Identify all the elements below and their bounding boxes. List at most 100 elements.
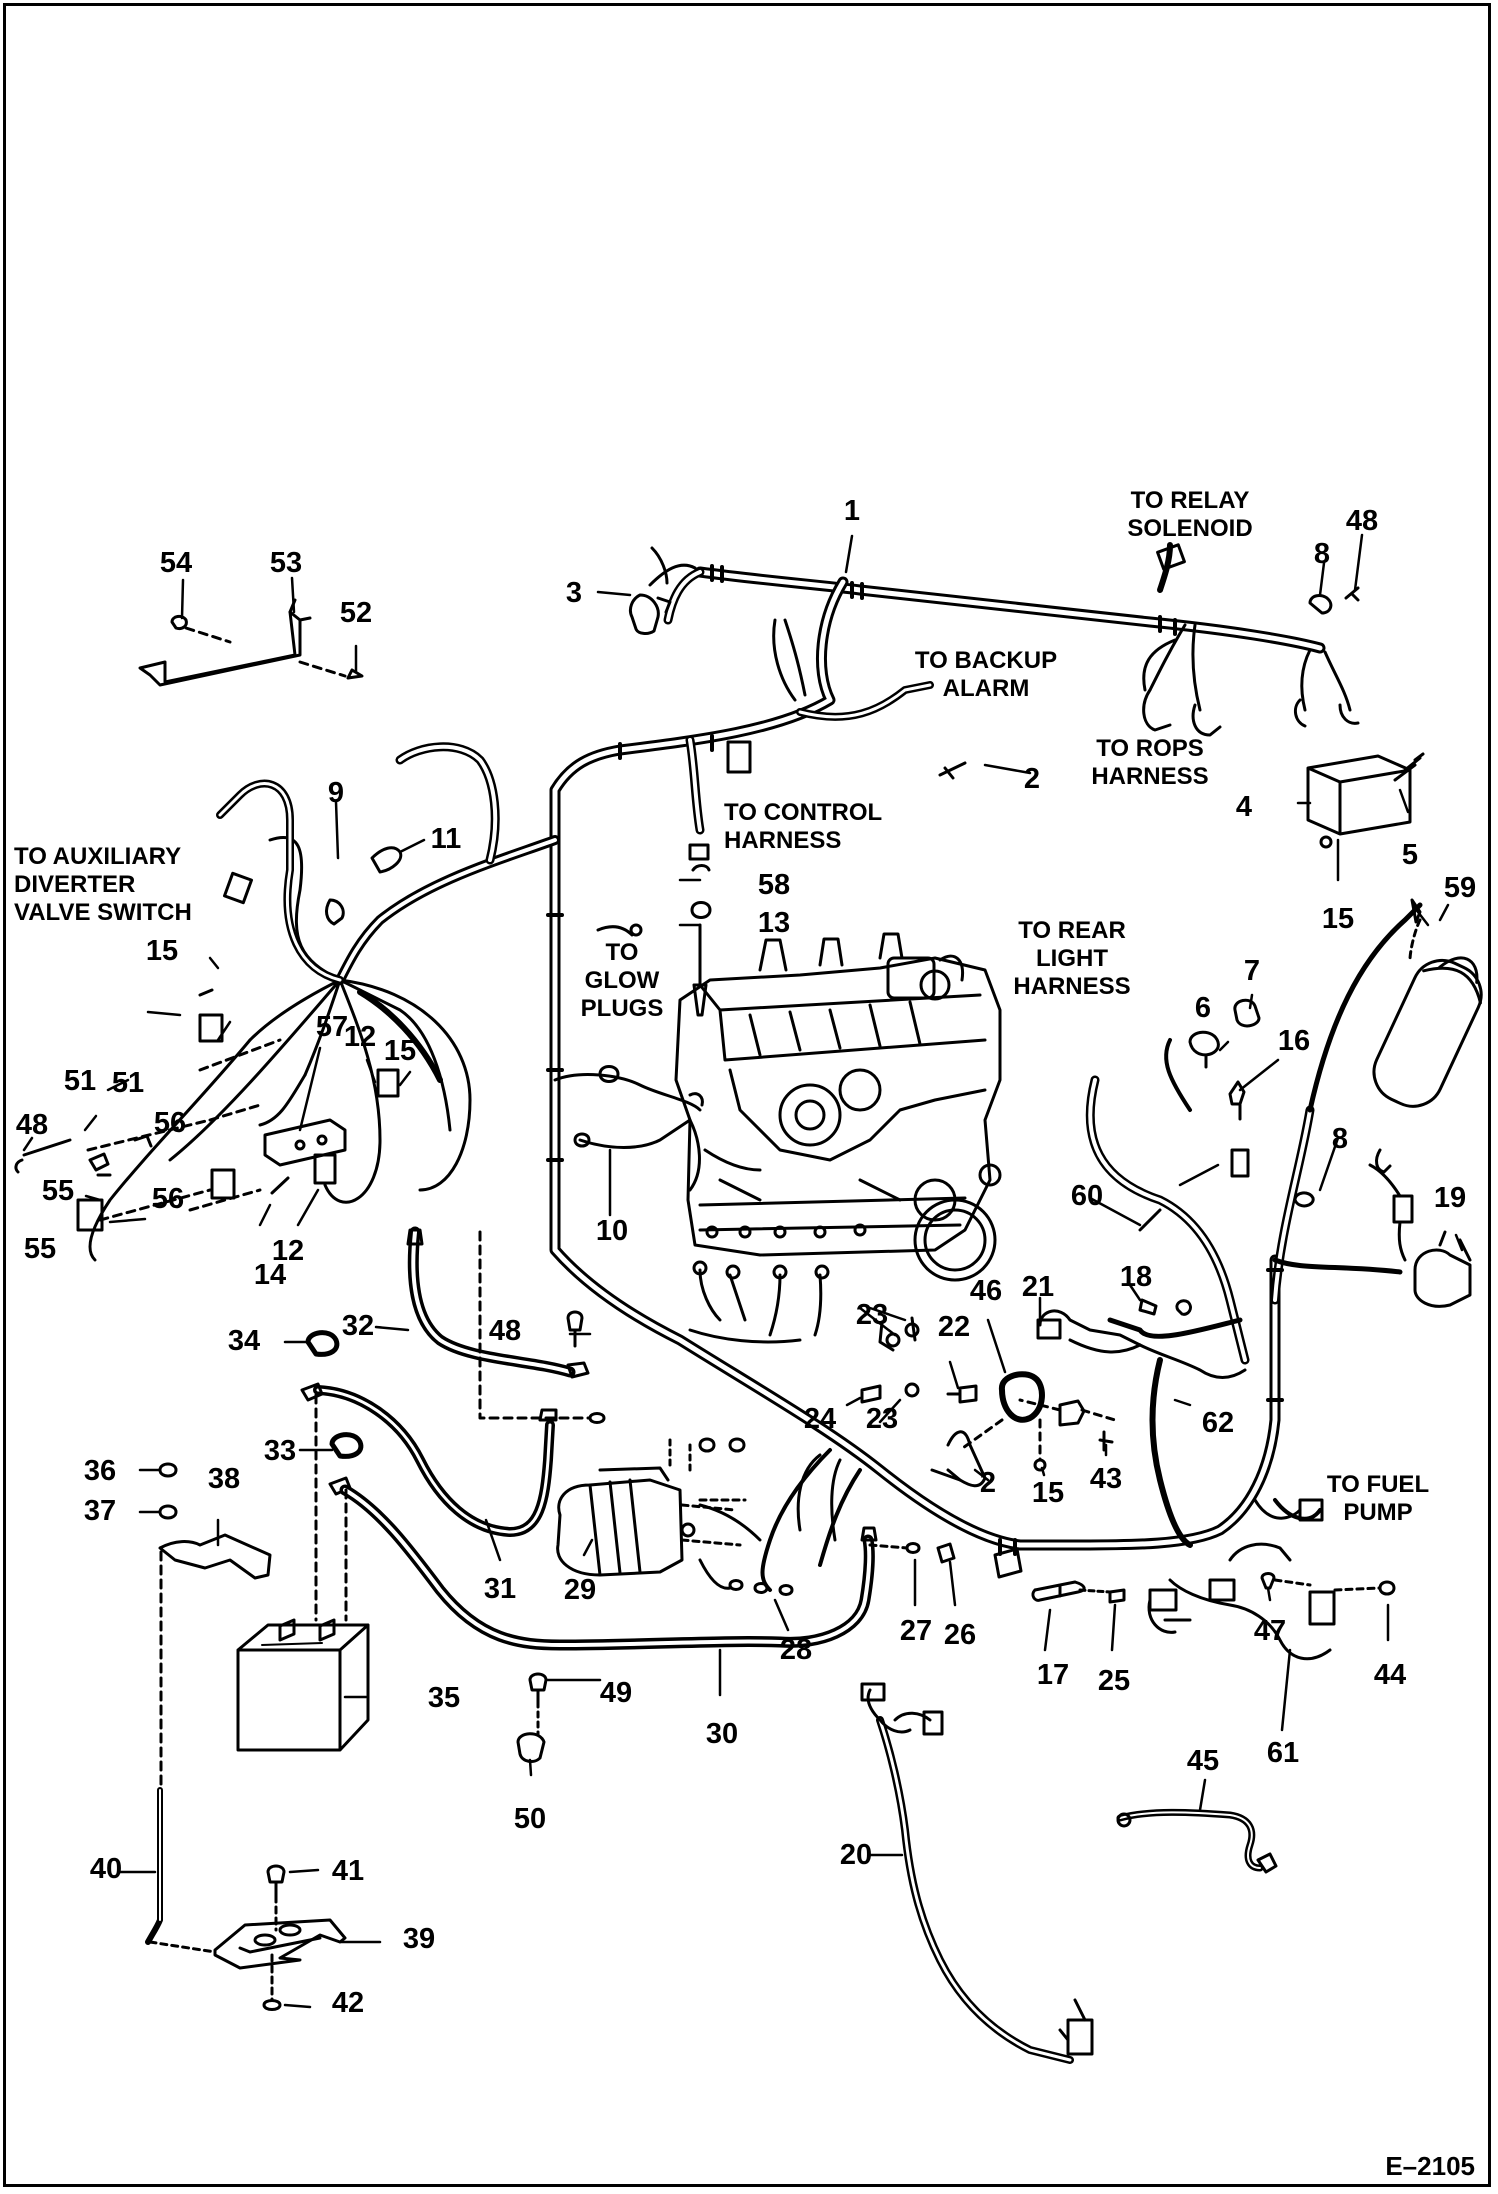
callout-14: 14 [254, 1259, 286, 1291]
callout-48: 48 [16, 1109, 48, 1141]
caption-line: HARNESS [724, 827, 841, 854]
callout-43: 43 [1090, 1463, 1122, 1495]
callout-29: 29 [564, 1574, 596, 1606]
callout-15: 15 [146, 935, 178, 967]
callout-1: 1 [844, 495, 860, 527]
callout-5: 5 [1402, 839, 1418, 871]
caption-line: GLOW [585, 967, 660, 994]
callout-39: 39 [403, 1923, 435, 1955]
callout-60: 60 [1071, 1180, 1103, 1212]
callout-22: 22 [938, 1311, 970, 1343]
callout-56: 56 [154, 1107, 186, 1139]
callout-49: 49 [600, 1677, 632, 1709]
callout-3: 3 [566, 577, 582, 609]
callout-12: 12 [272, 1235, 304, 1267]
callout-45: 45 [1187, 1745, 1219, 1777]
callout-17: 17 [1037, 1659, 1069, 1691]
callout-33: 33 [264, 1435, 296, 1467]
callout-13: 13 [758, 907, 790, 939]
callout-40: 40 [90, 1853, 122, 1885]
callout-53: 53 [270, 547, 302, 579]
battery-cables [300, 1226, 956, 1651]
caption-line: VALVE SWITCH [14, 899, 192, 926]
callout-41: 41 [332, 1855, 364, 1887]
callout-61: 61 [1267, 1737, 1299, 1769]
callout-42: 42 [332, 1987, 364, 2019]
callout-62: 62 [1202, 1407, 1234, 1439]
callout-12: 12 [344, 1021, 376, 1053]
callout-54: 54 [160, 547, 192, 579]
callout-2: 2 [980, 1467, 996, 1499]
callout-30: 30 [706, 1718, 738, 1750]
caption-line: ALARM [943, 675, 1030, 702]
caption-line: TO FUEL [1327, 1471, 1429, 1498]
part-35-battery [236, 1618, 370, 1752]
callout-26: 26 [944, 1619, 976, 1651]
callout-38: 38 [208, 1463, 240, 1495]
callout-25: 25 [1098, 1665, 1130, 1697]
callout-58: 58 [758, 869, 790, 901]
callout-8: 8 [1332, 1123, 1348, 1155]
callout-21: 21 [1022, 1271, 1054, 1303]
callout-36: 36 [84, 1455, 116, 1487]
callout-51: 51 [64, 1065, 96, 1097]
callout-48: 48 [489, 1315, 521, 1347]
callout-51: 51 [112, 1067, 144, 1099]
callout-50: 50 [514, 1803, 546, 1835]
callout-55: 55 [24, 1233, 56, 1265]
part-3-switch [628, 563, 697, 635]
callout-44: 44 [1374, 1659, 1406, 1691]
callout-52: 52 [340, 597, 372, 629]
caption-line: TO REAR [1018, 917, 1126, 944]
callout-6: 6 [1195, 992, 1211, 1024]
part-38-hold-down [158, 1462, 272, 1792]
callout-31: 31 [484, 1573, 516, 1605]
caption-line: TO [606, 939, 639, 966]
part-53-bracket [138, 598, 364, 687]
callout-24: 24 [804, 1403, 836, 1435]
callout-numbers: 1223456788910111212131415151515161718192… [16, 495, 1476, 2019]
callout-37: 37 [84, 1495, 116, 1527]
callout-35: 35 [428, 1682, 460, 1714]
part-49-50 [516, 1672, 548, 1763]
callout-57: 57 [316, 1011, 348, 1043]
caption-line: PLUGS [581, 995, 664, 1022]
part-4-module [1306, 752, 1425, 849]
callout-9: 9 [328, 777, 344, 809]
callout-8: 8 [1314, 538, 1330, 570]
callout-55: 55 [42, 1175, 74, 1207]
callout-2: 2 [1024, 763, 1040, 795]
callout-15: 15 [1032, 1477, 1064, 1509]
caption-line: TO BACKUP [915, 647, 1057, 674]
callout-48: 48 [1346, 505, 1378, 537]
part-20-harness [860, 1682, 1094, 2064]
harness-ties [546, 564, 1284, 1556]
caption-line: HARNESS [1091, 763, 1208, 790]
callout-4: 4 [1236, 791, 1252, 823]
callout-23: 23 [856, 1299, 888, 1331]
main-harness [335, 566, 1423, 1592]
caption-line: TO ROPS [1096, 735, 1204, 762]
caption-line: TO RELAY [1131, 487, 1250, 514]
caption-line: TO CONTROL [724, 799, 882, 826]
caption-line: TO AUXILIARY [14, 843, 181, 870]
callout-20: 20 [840, 1839, 872, 1871]
callout-32: 32 [342, 1310, 374, 1342]
caption-line: PUMP [1343, 1499, 1412, 1526]
engine-block [674, 932, 1002, 1344]
rops-connectors [650, 542, 1360, 774]
callout-10: 10 [596, 1215, 628, 1247]
part-39-tray [145, 1787, 347, 2011]
callout-15: 15 [384, 1035, 416, 1067]
callout-27: 27 [900, 1615, 932, 1647]
caption-line: HARNESS [1013, 973, 1130, 1000]
part-8-48-top [1308, 586, 1360, 615]
